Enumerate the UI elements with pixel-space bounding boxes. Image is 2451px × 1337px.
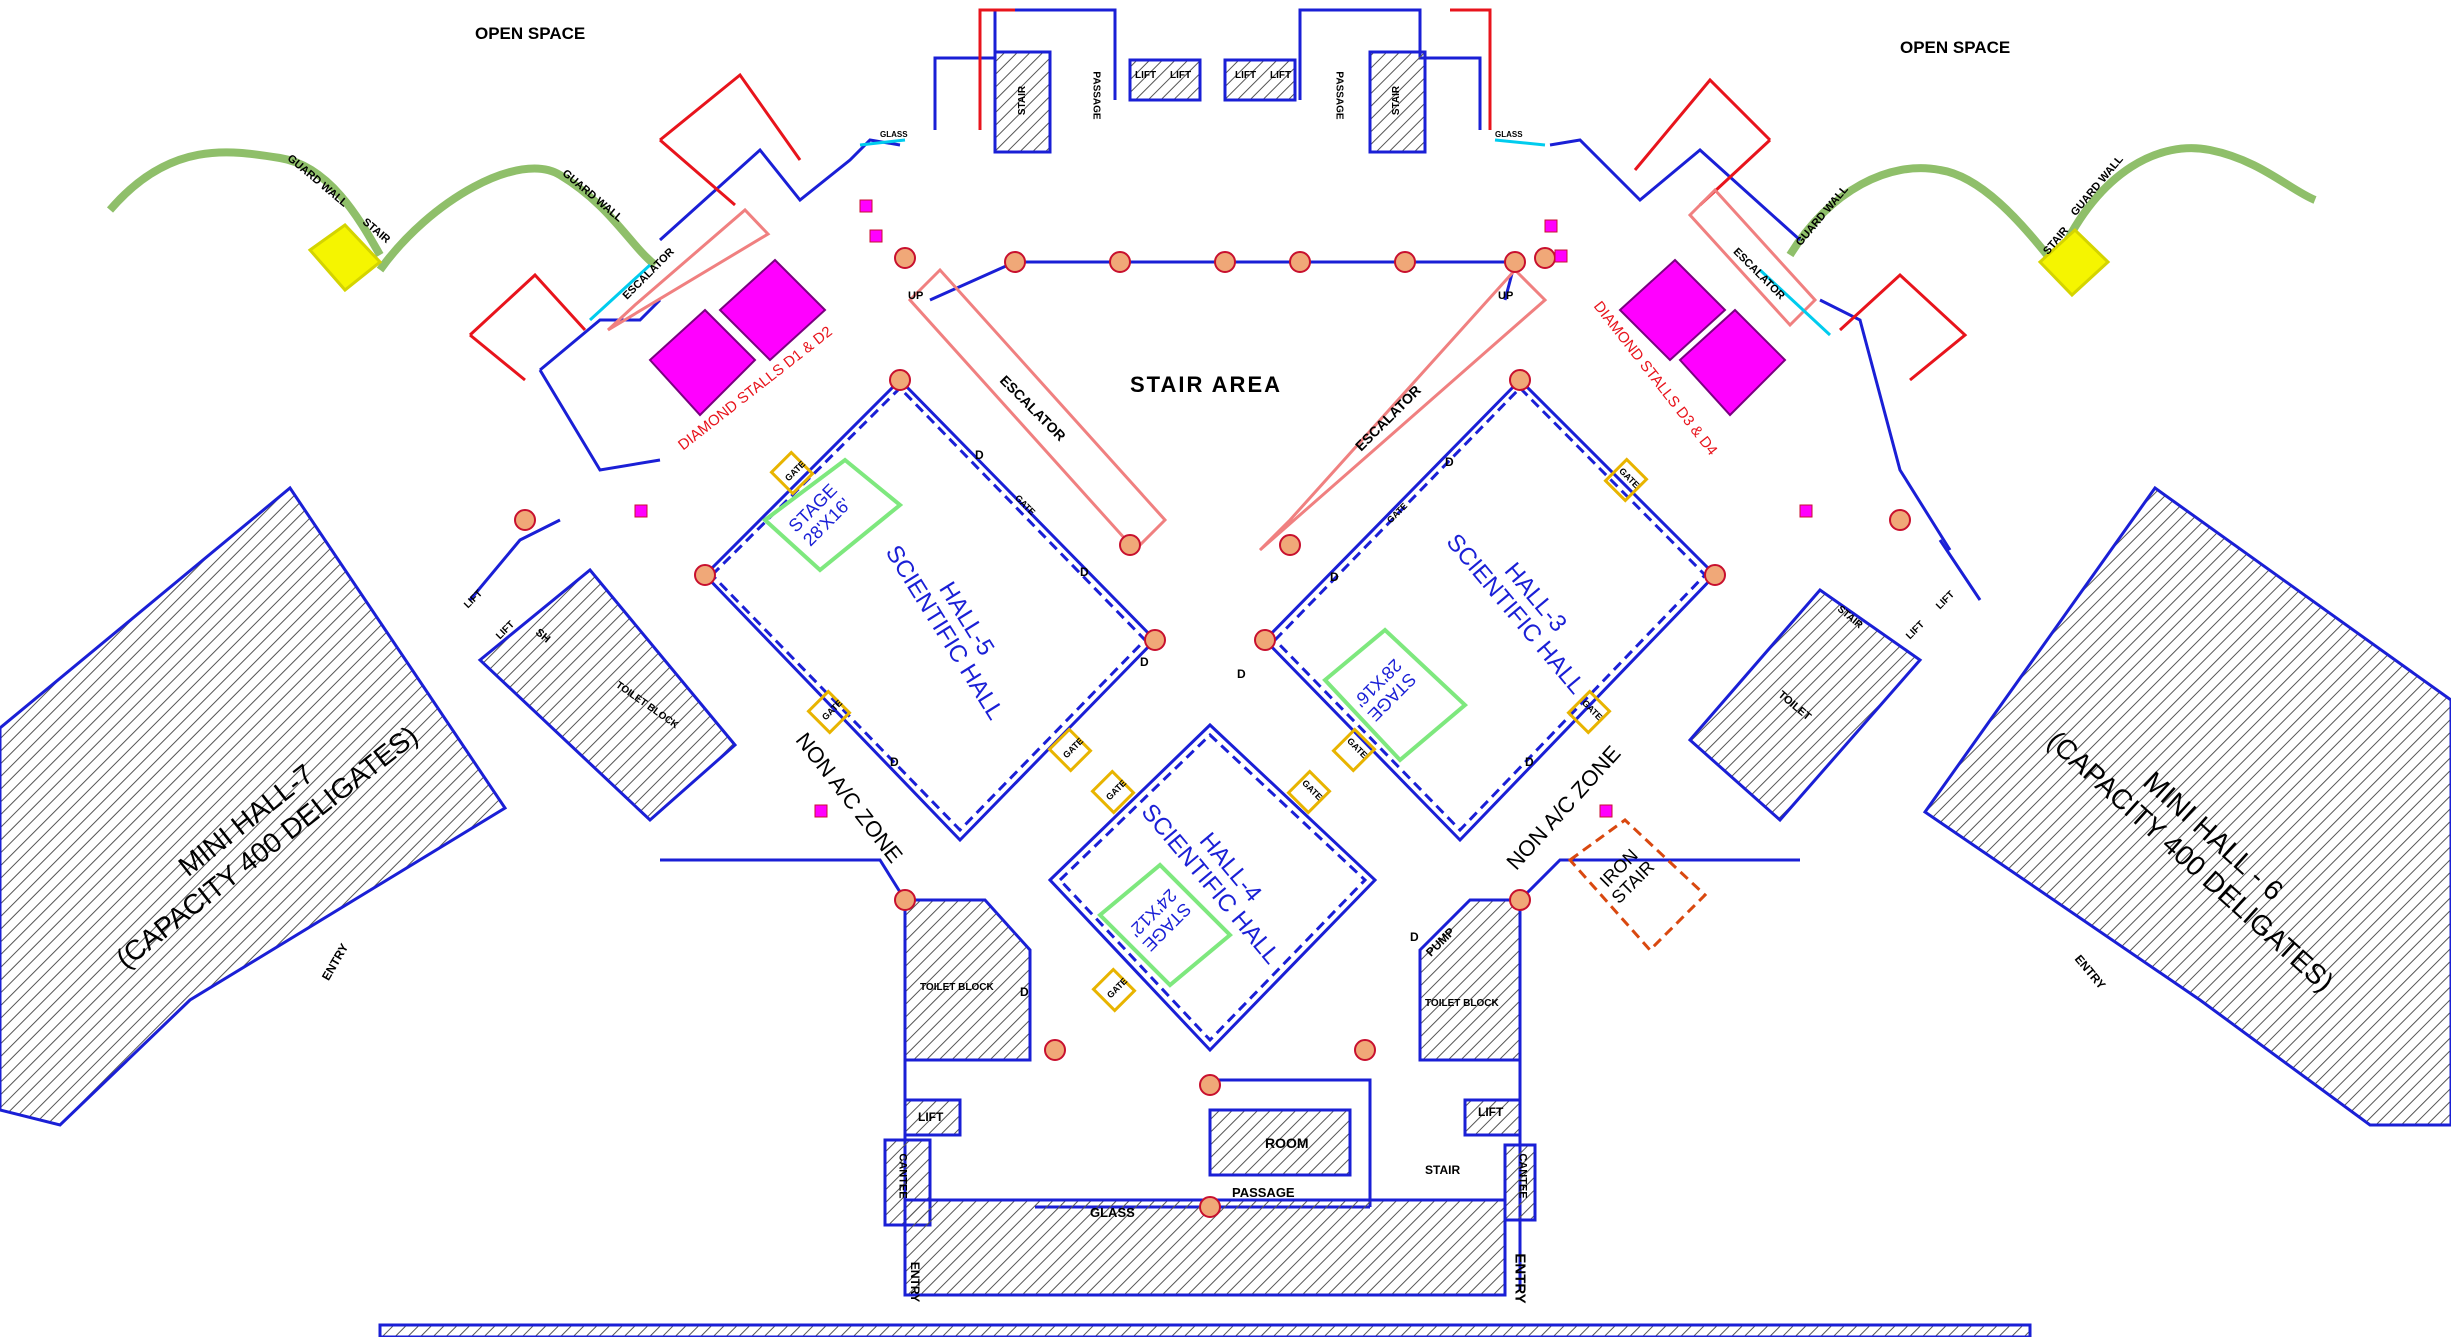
label-door-10: D xyxy=(1410,930,1419,944)
diamond-stalls-d3-d4 xyxy=(1618,258,1787,417)
label-passage-right: PASSAGE xyxy=(1333,71,1345,120)
hall-3 xyxy=(1262,377,1718,843)
label-door-3: D xyxy=(1140,655,1149,669)
label-door-4: D xyxy=(1237,667,1246,681)
iron-stair xyxy=(1567,818,1708,953)
stage-hall-4 xyxy=(1097,862,1233,988)
label-up-left: UP xyxy=(908,290,924,302)
hall-4 xyxy=(1047,722,1378,1053)
yellow-stair-right xyxy=(2037,227,2111,298)
top-stair-blocks xyxy=(993,50,1427,154)
label-glass-bottom: GLASS xyxy=(1090,1205,1135,1220)
building-walls xyxy=(468,8,1982,1290)
label-door-2: D xyxy=(1080,565,1089,579)
label-stair-area: STAIR AREA xyxy=(1130,372,1282,397)
label-stair-top-left: STAIR xyxy=(1017,85,1029,116)
label-lift-bottom-right: LIFT xyxy=(1478,1105,1504,1119)
label-door-8: D xyxy=(1525,755,1534,769)
pillars xyxy=(514,247,1911,1218)
label-up-right: UP xyxy=(1498,290,1514,302)
glass-lines xyxy=(588,138,1832,337)
mini-hall-7 xyxy=(0,485,508,1127)
label-door-6: D xyxy=(1445,455,1454,469)
label-entry-bottom-right: ENTRY xyxy=(1511,1253,1529,1304)
label-stair-bottom: STAIR xyxy=(1425,1163,1461,1177)
label-lift-top-1: LIFT xyxy=(1135,70,1157,81)
label-stair-top-right: STAIR xyxy=(1391,85,1403,116)
yellow-stair-left xyxy=(307,223,383,293)
label-room: ROOM xyxy=(1265,1135,1309,1151)
red-outlines xyxy=(468,8,1968,382)
label-door-7: D xyxy=(890,755,899,769)
label-lift-top-4: LIFT xyxy=(1270,70,1292,81)
label-toilet-block-bottom-left: TOILET BLOCK xyxy=(920,982,994,993)
label-cantee-right: CANTEE xyxy=(1516,1153,1529,1199)
mini-hall-6 xyxy=(1922,485,2451,1127)
label-cantee-left: CANTEE xyxy=(896,1153,909,1199)
guard-wall-left xyxy=(106,148,658,273)
service-blocks xyxy=(378,567,2032,1337)
stage-hall-3 xyxy=(1322,627,1469,763)
guard-wall-right xyxy=(1786,144,2317,268)
pillars-small xyxy=(634,199,1813,818)
label-open-space-left: OPEN SPACE xyxy=(475,24,586,43)
label-door-1: D xyxy=(975,448,984,462)
label-door-5: D xyxy=(1330,570,1339,584)
label-lift-top-2: LIFT xyxy=(1170,70,1192,81)
label-lift-top-3: LIFT xyxy=(1235,70,1257,81)
label-toilet-block-bottom-right: TOILET BLOCK xyxy=(1425,998,1499,1009)
label-passage-left: PASSAGE xyxy=(1090,71,1102,120)
label-passage-bottom: PASSAGE xyxy=(1232,1185,1295,1200)
escalators xyxy=(606,187,1818,553)
diamond-stalls-d1-d2 xyxy=(648,258,827,417)
label-open-space-right: OPEN SPACE xyxy=(1900,38,2011,57)
label-door-9: D xyxy=(1020,985,1029,999)
label-glass-right: GLASS xyxy=(1495,130,1523,139)
gates xyxy=(769,450,1649,1013)
label-glass-left: GLASS xyxy=(880,130,908,139)
label-entry-bottom-left: ENTRY xyxy=(908,1261,923,1303)
label-lift-bottom-left: LIFT xyxy=(918,1110,944,1124)
stage-hall-5 xyxy=(761,457,904,573)
